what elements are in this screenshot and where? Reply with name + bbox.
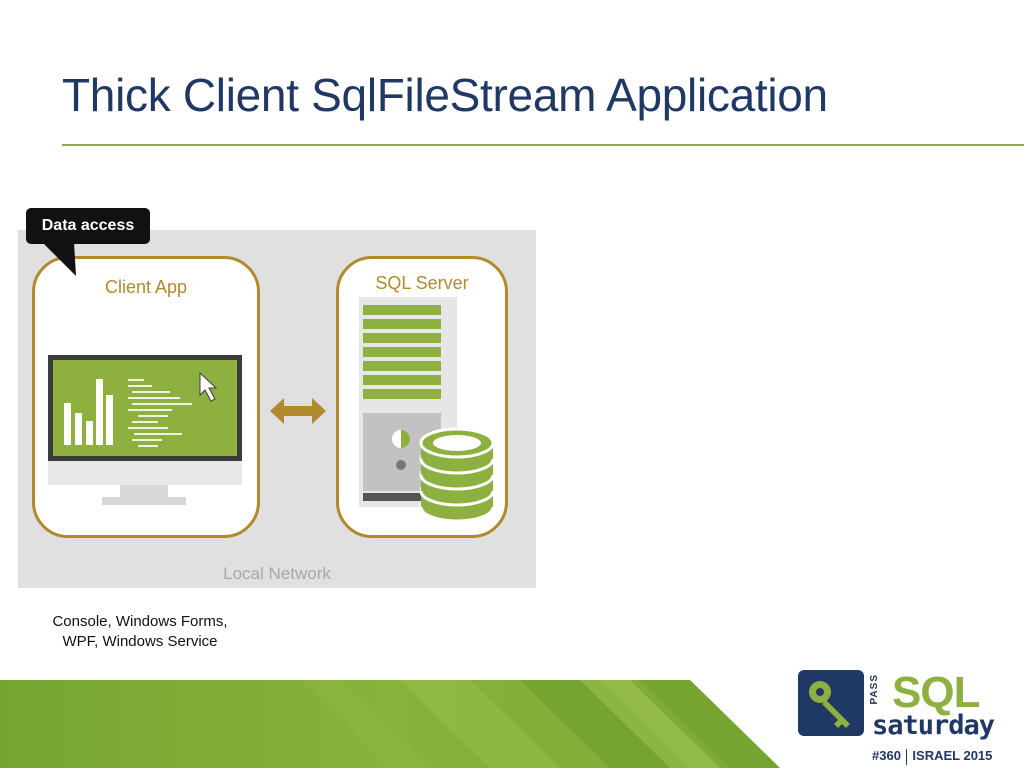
logo-event-location: ISRAEL 2015 <box>912 748 993 763</box>
data-access-callout: Data access <box>26 208 150 244</box>
callout-tail <box>42 242 76 276</box>
monitor-icon <box>48 355 242 505</box>
database-icon <box>419 427 495 523</box>
local-network-area: Client App <box>18 230 536 588</box>
key-icon <box>798 670 864 736</box>
slide-title: Thick Client SqlFileStream Application <box>62 69 828 121</box>
logo-separator <box>905 748 908 765</box>
logo-event-number: #360 <box>872 748 901 763</box>
caption-line-1: Console, Windows Forms, <box>52 613 228 630</box>
client-app-box: Client App <box>32 256 260 538</box>
title-divider <box>62 144 1024 146</box>
logo-pass: PASS <box>869 674 880 705</box>
double-arrow-icon <box>270 398 326 424</box>
sql-server-label: SQL Server <box>375 273 469 293</box>
sql-server-box: SQL Server <box>336 256 508 538</box>
logo-sql: SQL <box>892 668 980 717</box>
logo-saturday: saturday <box>872 710 995 741</box>
client-types-caption: Console, Windows Forms, WPF, Windows Ser… <box>30 612 250 652</box>
cursor-icon <box>199 371 218 402</box>
caption-line-2: WPF, Windows Service <box>62 633 218 650</box>
sqlsaturday-logo: PASS SQL saturday #360 ISRAEL 2015 <box>796 668 1006 768</box>
logo-event-info: #360 ISRAEL 2015 <box>872 748 1024 765</box>
local-network-label: Local Network <box>223 564 331 583</box>
bar-chart-icon <box>64 379 113 445</box>
client-app-label: Client App <box>104 277 188 297</box>
server-tower-icon <box>359 297 495 523</box>
green-footer-band <box>0 680 780 768</box>
